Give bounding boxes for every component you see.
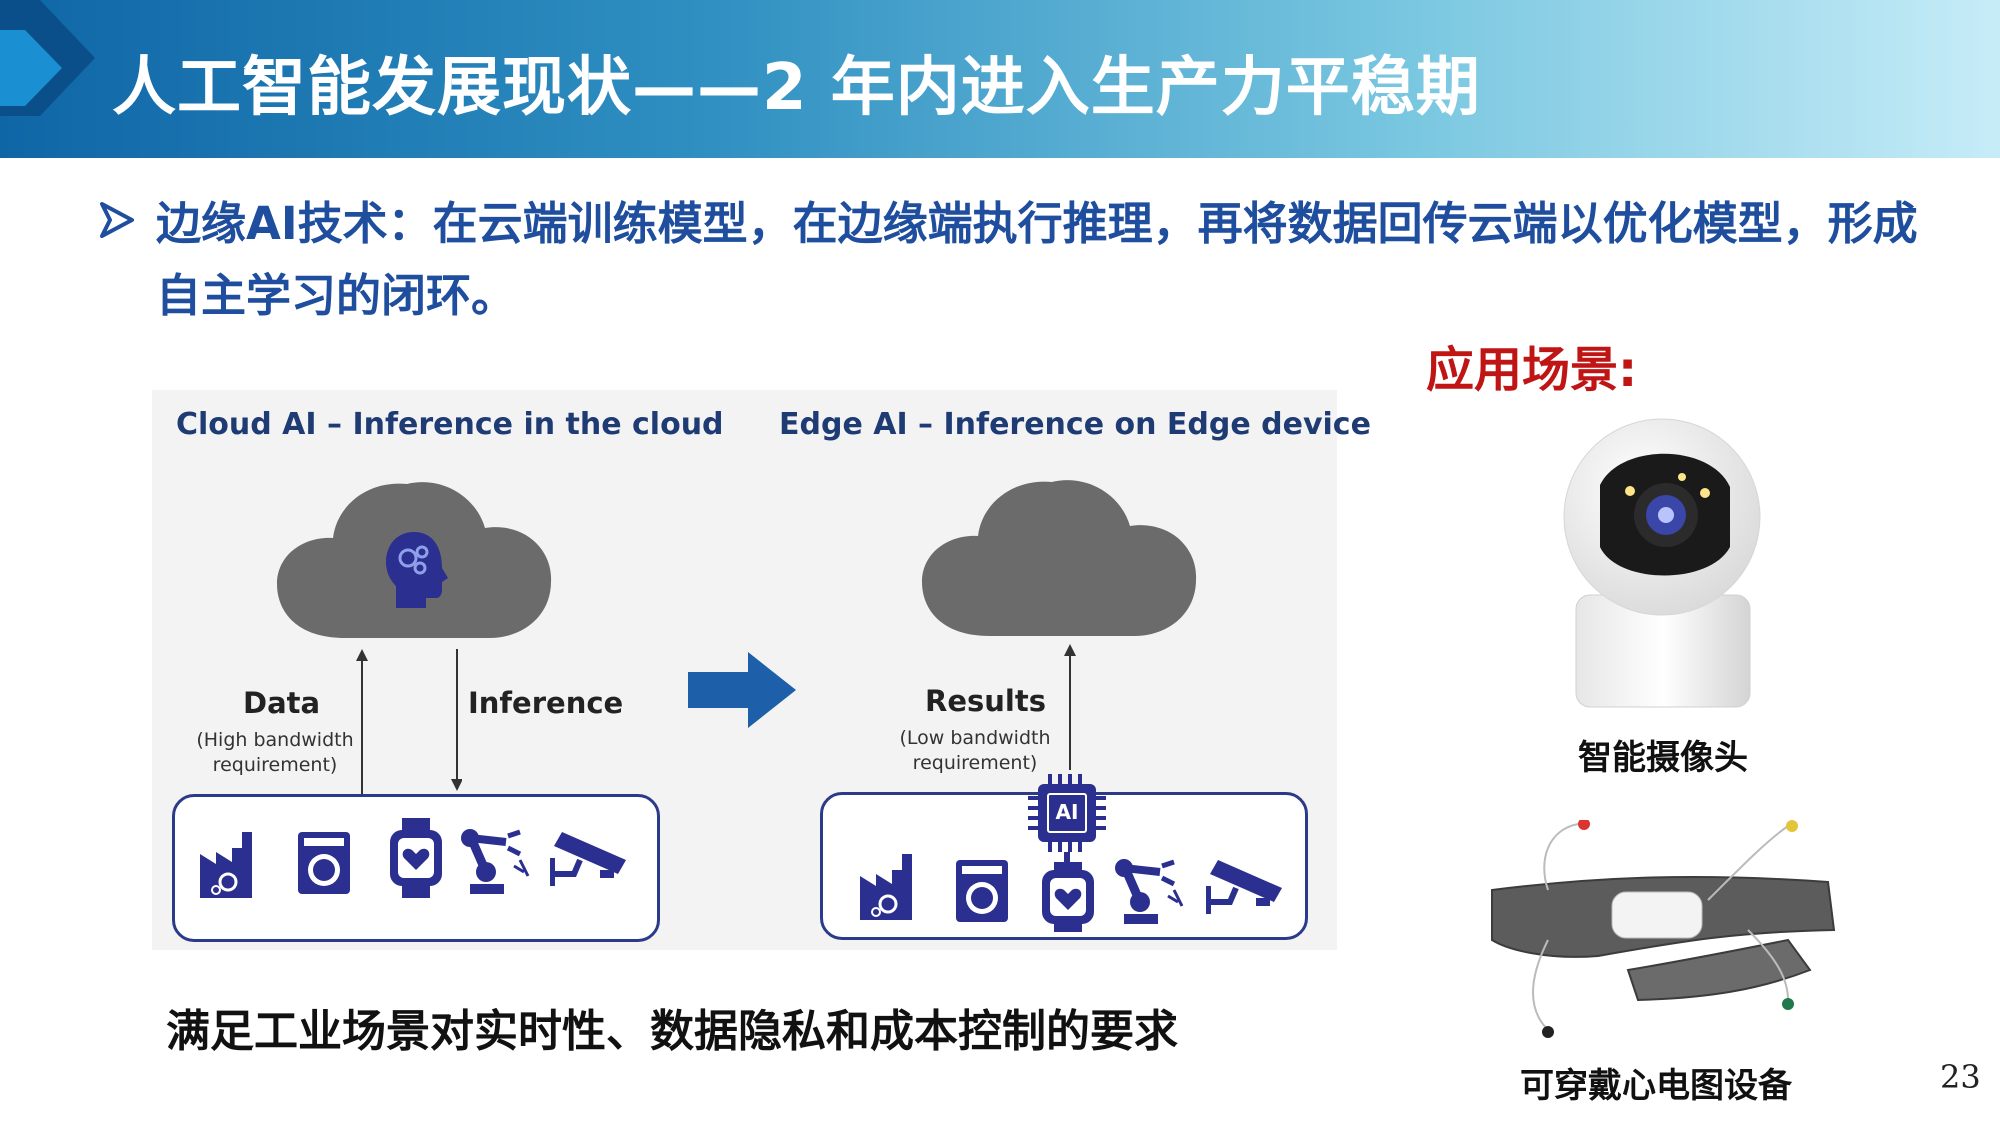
edge-ai-title: Edge AI – Inference on Edge device: [779, 407, 1371, 442]
bullet-text: 边缘AI技术：在云端训练模型，在边缘端执行推理，再将数据回传云端以优化模型，形成…: [156, 197, 1918, 322]
chevron-decoration-icon: [0, 0, 95, 116]
smartwatch-icon: [1042, 862, 1094, 932]
factory-icon: [860, 854, 912, 920]
data-inference-arrows: [356, 649, 462, 795]
smartwatch-icon: [390, 818, 442, 898]
results-label: Results: [925, 684, 1046, 718]
ecg-wearable-image: [1491, 820, 1836, 1038]
scenario-title: 应用场景:: [1426, 342, 1638, 398]
title-banner: 人工智能发展现状——2 年内进入生产力平稳期: [0, 0, 2000, 158]
ai-chip-icon: AI: [1026, 772, 1108, 854]
results-bandwidth-note: (Low bandwidth requirement): [899, 727, 1051, 774]
slide-title: 人工智能发展现状——2 年内进入生产力平稳期: [112, 51, 1481, 125]
security-camera-icon: [1206, 860, 1282, 914]
ai-brain-head-icon: [386, 532, 448, 608]
ai-chip-text: AI: [1055, 800, 1079, 824]
robot-arm-icon: [1115, 859, 1184, 924]
washing-machine-icon: [298, 832, 350, 894]
washing-machine-icon: [956, 860, 1008, 922]
cloud-ai-title: Cloud AI – Inference in the cloud: [176, 407, 724, 442]
cloud-icon: [922, 480, 1197, 636]
arrow-bullet-icon: [100, 202, 134, 238]
data-bandwidth-note: (High bandwidth requirement): [196, 729, 354, 776]
robot-arm-icon: [461, 829, 530, 894]
chip-connector: [1064, 852, 1070, 870]
results-arrow: [1064, 644, 1076, 770]
ecg-wearable-label: 可穿戴心电图设备: [1520, 1066, 1792, 1106]
bullet-point: 边缘AI技术：在云端训练模型，在边缘端执行推理，再将数据回传云端以优化模型，形成…: [100, 188, 1960, 332]
smart-camera-image: [1563, 418, 1761, 708]
page-number: 23: [1940, 1058, 1981, 1096]
diagram-caption: 满足工业场景对实时性、数据隐私和成本控制的要求: [166, 1006, 1178, 1057]
factory-icon: [200, 832, 252, 898]
data-label: Data: [243, 686, 321, 720]
smart-camera-label: 智能摄像头: [1578, 738, 1748, 778]
security-camera-icon: [550, 832, 626, 886]
inference-label: Inference: [468, 686, 624, 720]
transition-arrow-icon: [688, 652, 796, 728]
